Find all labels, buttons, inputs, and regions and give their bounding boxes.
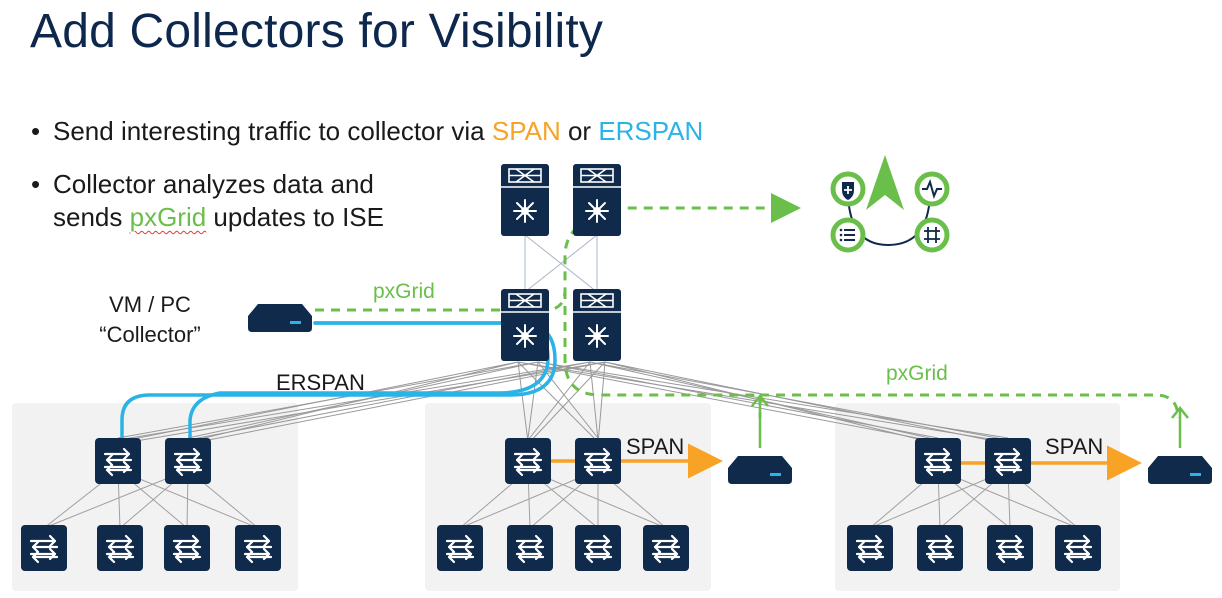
access-switch-icon: [983, 436, 1033, 486]
access-switch-icon: [19, 523, 69, 573]
collector-appliance-icon: [1148, 456, 1212, 484]
site-panel-middle: [425, 403, 711, 591]
access-switch-icon: [233, 523, 283, 573]
access-mesh-middle: [459, 469, 667, 529]
access-switch-icon: [845, 523, 895, 573]
distribution-links: [117, 361, 1009, 445]
distribution-switch-icon: [500, 288, 550, 362]
or-text: or: [560, 116, 599, 146]
core-switch-icon: [572, 163, 622, 237]
erspan-label: ERSPAN: [276, 370, 365, 395]
bullet-collector: • Collector analyzes data and sends pxGr…: [31, 168, 384, 234]
access-switch-icon: [162, 523, 212, 573]
collector-appliance-icon: [248, 304, 312, 332]
access-switch-icon: [163, 436, 213, 486]
collector-label-line1: VM / PC: [109, 292, 191, 317]
access-mesh-right: [869, 469, 1079, 529]
pxgrid-label-left: pxGrid: [373, 280, 435, 303]
slide-title: Add Collectors for Visibility: [30, 5, 604, 58]
pxgrid-keyword: pxGrid: [129, 202, 207, 232]
access-switch-icon: [505, 523, 555, 573]
span-label-middle: SPAN: [626, 434, 685, 459]
pxgrid-uplinks: [751, 393, 1189, 448]
distribution-switch-icon: [572, 288, 622, 362]
pxgrid-paths: [315, 193, 1180, 419]
span-keyword: SPAN: [491, 116, 561, 146]
access-switch-icon: [435, 523, 485, 573]
span-label-right: SPAN: [1045, 434, 1104, 459]
bullet-text-line2: sends: [53, 202, 130, 232]
access-switch-icon: [1053, 523, 1103, 573]
access-switch-icon: [93, 436, 143, 486]
bullet-text-line2-end: updates to ISE: [206, 202, 384, 232]
access-switch-icon: [985, 523, 1035, 573]
access-switch-icon: [915, 523, 965, 573]
access-switch-icon: [95, 523, 145, 573]
access-switch-icon: [641, 523, 691, 573]
site-panel-right: [835, 403, 1120, 591]
bullet-span-erspan: • Send interesting traffic to collector …: [31, 115, 704, 148]
bullet-text-line1: Collector analyzes data and: [53, 169, 374, 199]
collector-label: VM / PC “Collector”: [70, 290, 230, 350]
erspan-keyword: ERSPAN: [598, 116, 704, 146]
bullet-dot: •: [31, 169, 41, 199]
access-switch-icon: [913, 436, 963, 486]
pxgrid-label-right: pxGrid: [886, 362, 948, 385]
access-mesh-left: [43, 469, 259, 529]
collector-appliance-icon: [728, 456, 792, 484]
ise-icon: [830, 155, 950, 253]
access-switch-icon: [573, 523, 623, 573]
bullet-text: Send interesting traffic to collector vi…: [53, 116, 492, 146]
access-switch-icon: [503, 436, 553, 486]
site-panel-left: [12, 403, 298, 591]
collector-label-line2: “Collector”: [99, 322, 201, 347]
core-switch-icon: [500, 163, 550, 237]
access-switch-icon: [573, 436, 623, 486]
bullet-dot: •: [31, 116, 41, 146]
core-links: [524, 234, 598, 293]
